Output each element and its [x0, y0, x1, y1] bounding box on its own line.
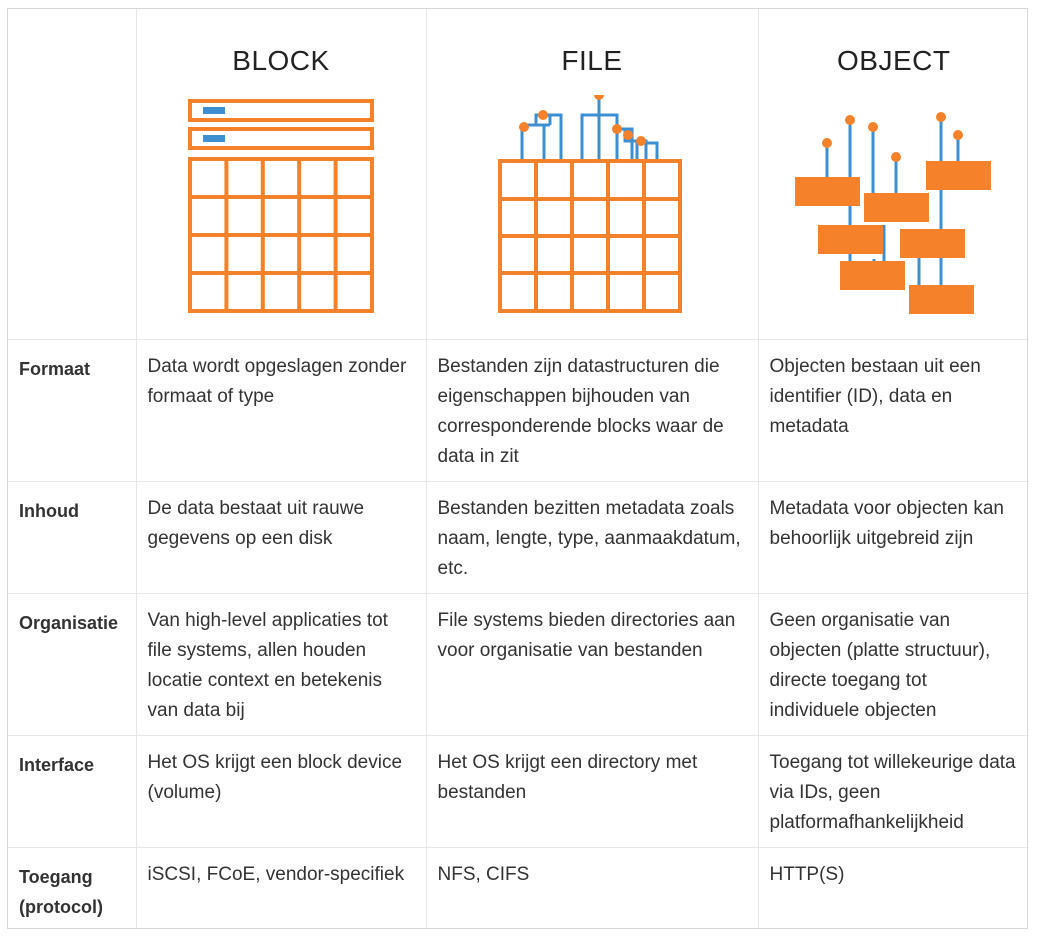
column-title-block: BLOCK: [232, 45, 330, 76]
header-empty-cell: [8, 9, 137, 340]
cell-block-toegang: iSCSI, FCoE, vendor-specifiek: [135, 846, 427, 928]
block-storage-icon: [188, 99, 374, 313]
cell-file-organisatie: File systems bieden directories aan voor…: [425, 592, 759, 736]
object-storage-icon: [794, 112, 991, 314]
header-block: BLOCK: [135, 9, 427, 340]
cell-block-formaat: Data wordt opgeslagen zonder formaat of …: [135, 338, 427, 482]
cell-object-interface: Toegang tot willekeurige data via IDs, g…: [757, 734, 1029, 848]
header-row: BLOCK FILE: [8, 9, 1029, 340]
row-label-interface: Interface: [8, 734, 137, 848]
cell-file-toegang: NFS, CIFS: [425, 846, 759, 928]
cell-block-organisatie: Van high-level applicaties tot file syst…: [135, 592, 427, 736]
row-label-formaat: Formaat: [8, 338, 137, 482]
cell-block-interface: Het OS krijgt een block device (volume): [135, 734, 427, 848]
file-storage-icon: [498, 95, 682, 313]
cell-file-inhoud: Bestanden bezitten metadata zoals naam, …: [425, 480, 759, 594]
row-toegang: Toegang (protocol) iSCSI, FCoE, vendor-s…: [8, 846, 1029, 928]
comparison-table: BLOCK FILE: [8, 9, 1029, 928]
header-object: OBJECT: [757, 9, 1029, 340]
cell-object-inhoud: Metadata voor objecten kan behoorlijk ui…: [757, 480, 1029, 594]
row-label-organisatie: Organisatie: [8, 592, 137, 736]
row-label-toegang: Toegang (protocol): [8, 846, 137, 928]
cell-file-formaat: Bestanden zijn datastructuren die eigens…: [425, 338, 759, 482]
row-organisatie: Organisatie Van high-level applicaties t…: [8, 592, 1029, 736]
cell-object-formaat: Objecten bestaan uit een identifier (ID)…: [757, 338, 1029, 482]
cell-file-interface: Het OS krijgt een directory met bestande…: [425, 734, 759, 848]
column-title-file: FILE: [561, 45, 623, 76]
column-title-object: OBJECT: [837, 45, 951, 76]
row-label-inhoud: Inhoud: [8, 480, 137, 594]
row-formaat: Formaat Data wordt opgeslagen zonder for…: [8, 338, 1029, 482]
header-file: FILE: [425, 9, 759, 340]
row-inhoud: Inhoud De data bestaat uit rauwe gegeven…: [8, 480, 1029, 594]
cell-block-inhoud: De data bestaat uit rauwe gegevens op ee…: [135, 480, 427, 594]
row-interface: Interface Het OS krijgt een block device…: [8, 734, 1029, 848]
cell-object-toegang: HTTP(S): [757, 846, 1029, 928]
cell-object-organisatie: Geen organisatie van objecten (platte st…: [757, 592, 1029, 736]
storage-comparison-table: BLOCK FILE: [7, 8, 1029, 929]
